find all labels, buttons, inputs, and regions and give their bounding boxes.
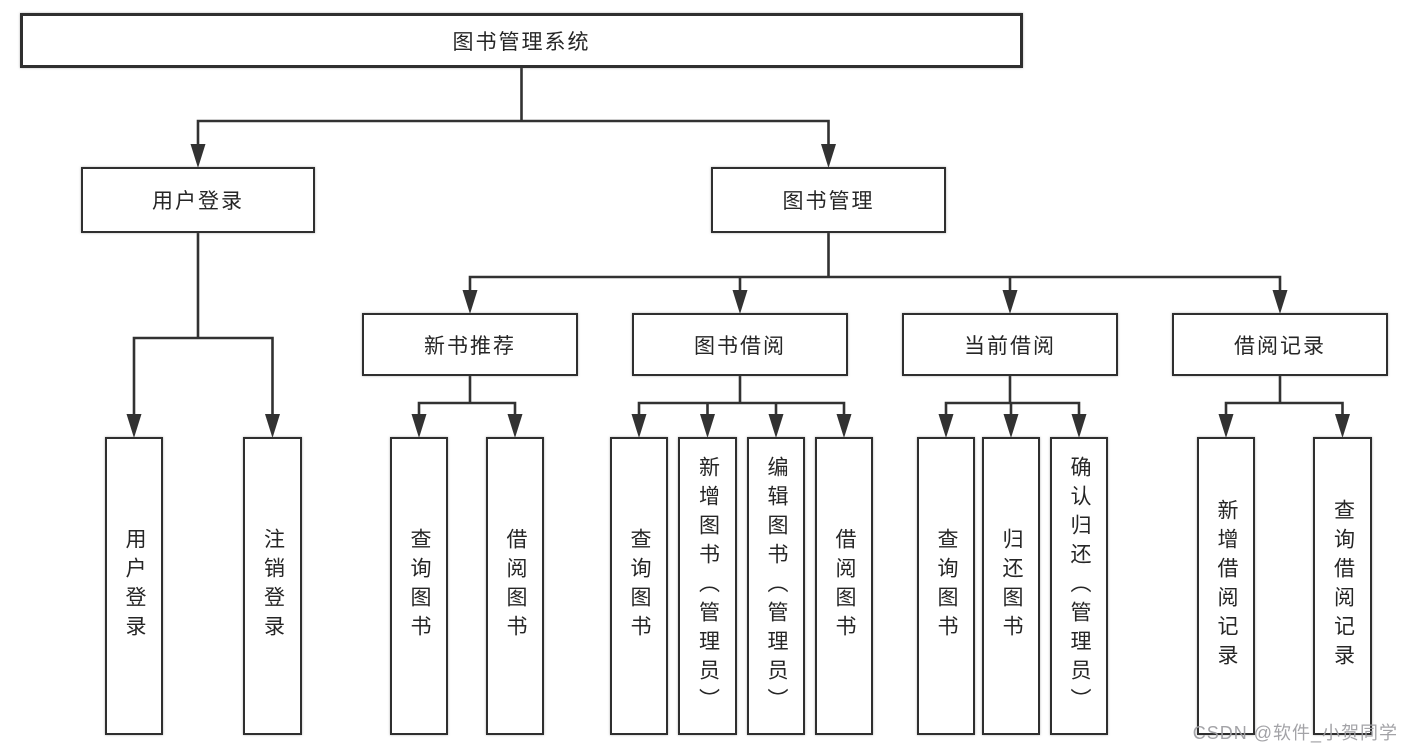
node-c_query: 查询图书: [917, 437, 975, 735]
node-current: 当前借阅: [902, 313, 1118, 376]
node-login: 用户登录: [81, 167, 315, 233]
node-record: 借阅记录: [1172, 313, 1388, 376]
node-label-logout: 注销登录: [261, 528, 285, 644]
node-label-mgmt: 图书管理: [782, 190, 875, 213]
node-label-b_query: 查询图书: [628, 528, 651, 644]
node-borrow: 图书借阅: [632, 313, 848, 376]
node-r_query: 查询借阅记录: [1313, 437, 1372, 735]
node-c_confirm: 确认归还（管理员）: [1050, 437, 1108, 735]
arrowhead-icon: [462, 290, 478, 314]
node-rec: 新书推荐: [362, 313, 578, 376]
node-label-rec: 新书推荐: [424, 334, 516, 358]
arrowhead-icon: [700, 414, 715, 438]
arrowhead-icon: [938, 414, 954, 438]
edge-from-login: [132, 231, 274, 420]
arrowhead-icon: [126, 414, 142, 438]
node-b_borrow: 借阅图书: [815, 437, 873, 735]
node-c_return: 归还图书: [982, 437, 1040, 735]
node-rec_borrow: 借阅图书: [486, 437, 544, 735]
arrowhead-icon: [1272, 290, 1288, 314]
arrowhead-icon: [768, 414, 784, 438]
arrowhead-icon: [732, 290, 748, 314]
node-mgmt: 图书管理: [711, 167, 946, 233]
node-rec_query: 查询图书: [390, 437, 448, 735]
arrowhead-icon: [265, 414, 280, 438]
node-label-borrow: 图书借阅: [694, 334, 786, 358]
node-label-current: 当前借阅: [964, 334, 1056, 358]
node-label-login: 用户登录: [152, 190, 244, 213]
arrowhead-icon: [411, 414, 427, 438]
arrowhead-icon: [631, 414, 647, 438]
node-label-b_edit: 编辑图书（管理员）: [765, 455, 788, 717]
arrowhead-icon: [1218, 414, 1234, 438]
edge-from-current: [944, 374, 1081, 420]
arrowhead-icon: [821, 144, 836, 168]
edge-from-record: [1224, 374, 1344, 420]
arrowhead-icon: [1002, 290, 1018, 314]
edge-from-borrow: [637, 374, 846, 420]
node-user_login: 用户登录: [105, 437, 163, 735]
node-label-record: 借阅记录: [1234, 334, 1326, 358]
arrowhead-icon: [1335, 414, 1350, 438]
node-b_edit: 编辑图书（管理员）: [747, 437, 805, 735]
node-label-rec_borrow: 借阅图书: [504, 528, 527, 644]
node-label-c_confirm: 确认归还（管理员）: [1068, 455, 1091, 717]
edge-from-rec: [417, 374, 517, 420]
node-b_query: 查询图书: [610, 437, 668, 735]
node-r_add: 新增借阅记录: [1197, 437, 1255, 735]
node-label-c_return: 归还图书: [1000, 528, 1023, 644]
arrowhead-icon: [507, 414, 523, 438]
arrowhead-icon: [1003, 414, 1019, 438]
arrowhead-icon: [836, 414, 852, 438]
node-logout: 注销登录: [243, 437, 302, 735]
node-label-r_add: 新增借阅记录: [1215, 499, 1238, 673]
edge-from-root: [196, 66, 830, 150]
arrowhead-icon: [1071, 414, 1087, 438]
node-label-b_borrow: 借阅图书: [833, 528, 856, 644]
node-root: 图书管理系统: [20, 13, 1023, 68]
watermark-text: CSDN @软件_小贺同学: [1192, 723, 1398, 743]
node-label-c_query: 查询图书: [935, 528, 958, 644]
node-label-user_login: 用户登录: [123, 528, 146, 644]
arrowhead-icon: [190, 144, 206, 168]
node-label-root: 图书管理系统: [452, 30, 591, 54]
node-label-b_add: 新增图书（管理员）: [696, 455, 720, 717]
edge-from-mgmt: [468, 231, 1282, 296]
node-label-rec_query: 查询图书: [408, 528, 431, 644]
node-label-r_query: 查询借阅记录: [1331, 499, 1355, 673]
node-b_add: 新增图书（管理员）: [678, 437, 737, 735]
